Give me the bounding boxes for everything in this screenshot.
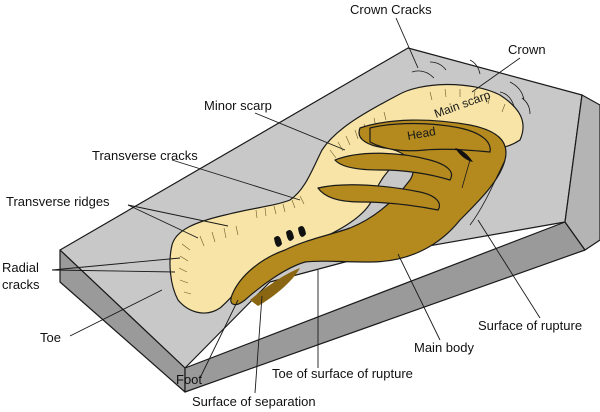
leader-lines <box>51 17 541 394</box>
label-head: Head <box>406 124 437 143</box>
label-main-body: Main body <box>414 340 474 355</box>
head-block <box>369 122 491 153</box>
label-surface-of-separation: Surface of separation <box>192 394 316 409</box>
minor-scarp-band <box>334 152 453 181</box>
label-toe: Toe <box>40 330 61 345</box>
dark-cracks <box>274 148 473 247</box>
crown-cracks <box>411 59 531 115</box>
deposit-texture <box>178 88 506 295</box>
ridge-band-lower <box>317 184 441 211</box>
slope-side-face <box>564 94 600 251</box>
label-transverse-cracks: Transverse cracks <box>92 148 198 163</box>
label-radial-cracks-line1: Radial <box>2 260 39 275</box>
label-surface-of-rupture: Surface of rupture <box>478 318 582 333</box>
label-transverse-ridges: Transverse ridges <box>6 194 110 209</box>
label-toe-of-surface-of-rupture: Toe of surface of rupture <box>272 366 413 381</box>
foot-shadow <box>250 268 300 306</box>
label-crown-cracks: Crown Cracks <box>350 2 432 17</box>
label-minor-scarp: Minor scarp <box>204 98 272 113</box>
label-radial-cracks-line2: cracks <box>2 277 40 292</box>
label-foot: Foot <box>176 372 202 387</box>
label-crown: Crown <box>508 42 546 57</box>
